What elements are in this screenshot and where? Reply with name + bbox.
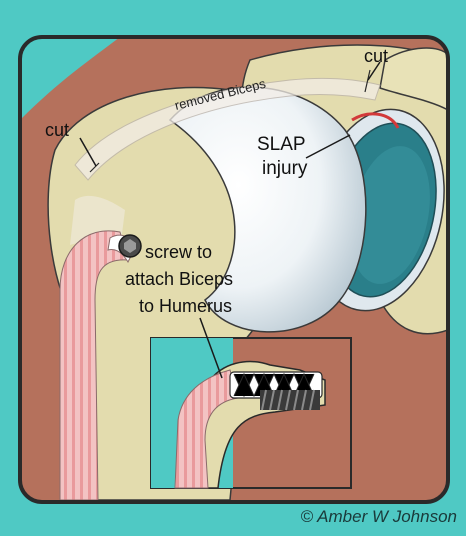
label-screw-line3: to Humerus — [139, 296, 232, 316]
label-screw-line1: screw to — [145, 242, 212, 262]
inset-detail — [151, 338, 351, 488]
screw-icon — [119, 235, 141, 257]
label-cut-left: cut — [45, 120, 69, 140]
label-screw-line2: attach Biceps — [125, 269, 233, 289]
label-slap-line2: injury — [262, 158, 308, 179]
copyright-text: © Amber W Johnson — [301, 507, 457, 526]
label-cut-top: cut — [364, 46, 388, 66]
label-slap-line1: SLAP — [257, 134, 306, 155]
